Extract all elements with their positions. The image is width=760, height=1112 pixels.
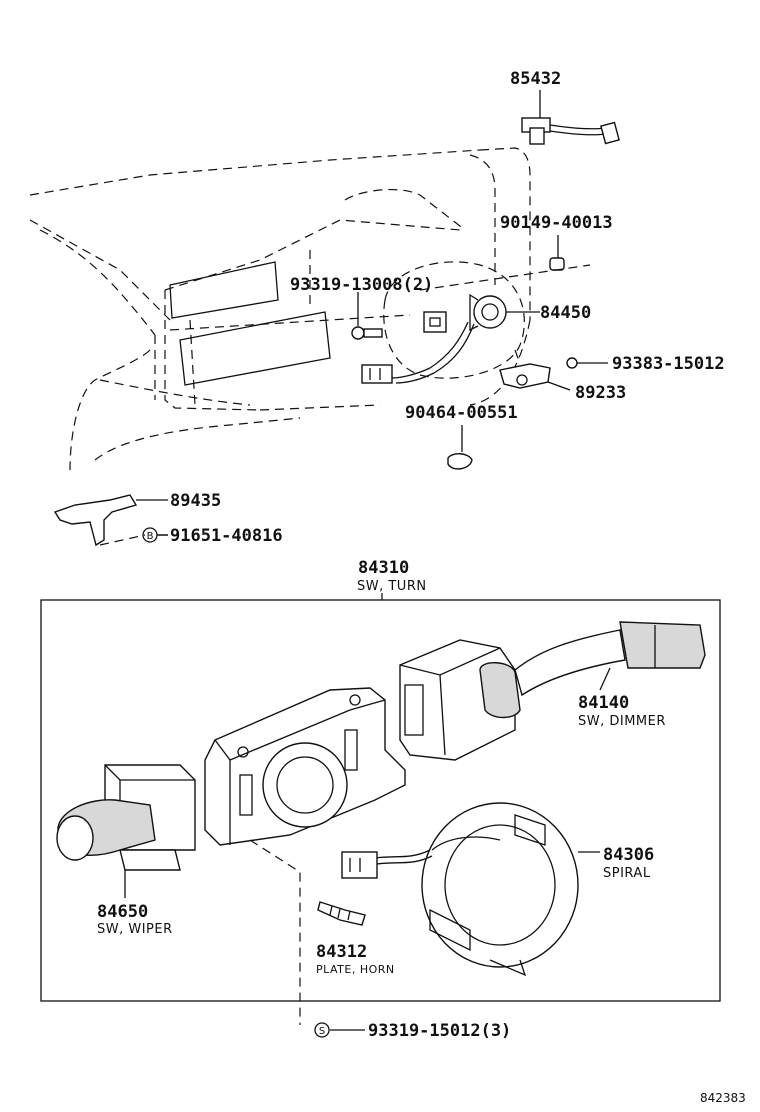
clip-90149 [419, 235, 591, 291]
bracket-89233 [499, 349, 608, 391]
part-desc-84306: SPIRAL [603, 866, 651, 881]
part-label-89435: 89435 [170, 491, 221, 511]
diagram-id: 842383 [700, 1091, 746, 1105]
part-label-89233: 89233 [575, 383, 626, 403]
sw-turn-frame [40, 599, 721, 1002]
bracket-89435 [53, 494, 168, 547]
part-label-91651-40816: 91651-40816 [170, 526, 283, 546]
connector-85432 [521, 90, 620, 145]
ignition-switch-84450 [361, 293, 540, 384]
dashboard-outline [29, 147, 531, 471]
clamp-90464 [447, 425, 473, 470]
part-label-85432: 85432 [510, 69, 561, 89]
part-desc-84140: SW, DIMMER [578, 714, 666, 729]
dimmer-switch-84140 [399, 621, 706, 761]
turn-switch-body-84310 [204, 687, 406, 1025]
part-label-90149-40013: 90149-40013 [500, 213, 613, 233]
part-label-93383-15012: 93383-15012 [612, 354, 725, 374]
b-marker: B [147, 531, 154, 542]
part-label-84310: 84310 [358, 558, 409, 578]
part-label-90464-00551: 90464-00551 [405, 403, 518, 423]
part-desc-84312: PLATE, HORN [316, 963, 395, 976]
part-label-84140: 84140 [578, 693, 629, 713]
wiper-switch-84650 [56, 764, 196, 898]
part-label-84312: 84312 [316, 942, 367, 962]
s-marker: S [319, 1026, 325, 1037]
part-label-84450: 84450 [540, 303, 591, 323]
part-label-93319-13008: 93319-13008(2) [290, 275, 433, 295]
horn-plate-84312 [317, 901, 366, 926]
part-desc-84650: SW, WIPER [97, 922, 173, 937]
part-label-84650: 84650 [97, 902, 148, 922]
part-label-84306: 84306 [603, 845, 654, 865]
part-desc-84310: SW, TURN [357, 579, 427, 594]
screw-93319-13008 [351, 292, 383, 340]
spiral-cable-84306 [341, 802, 600, 977]
part-label-93319-15012: 93319-15012(3) [368, 1021, 511, 1041]
